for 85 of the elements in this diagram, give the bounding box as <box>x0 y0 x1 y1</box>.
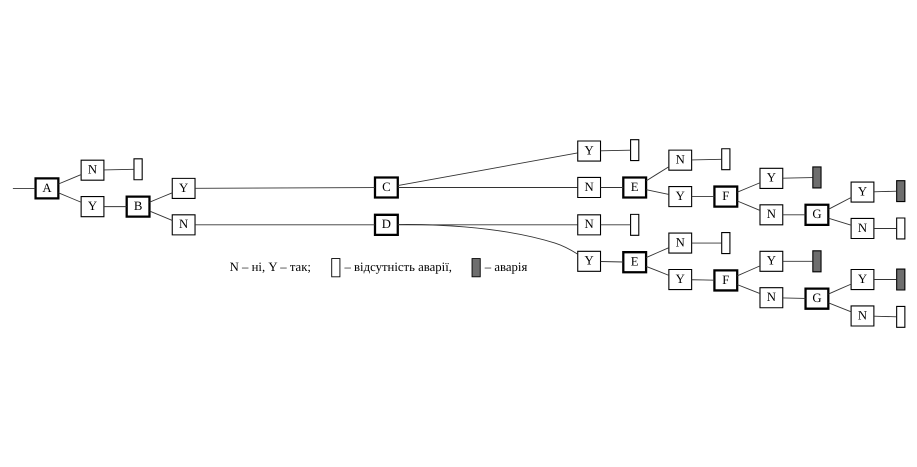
node-box: Y <box>850 181 874 203</box>
node-box: E <box>622 176 648 199</box>
connector <box>58 174 82 184</box>
node-bar <box>133 158 143 180</box>
node-box: D <box>374 214 399 236</box>
node-box: N <box>577 214 602 236</box>
node-bar <box>896 180 906 202</box>
node-box: B <box>126 195 151 218</box>
legend-label: – аварія <box>484 260 528 274</box>
node-box: Y <box>759 168 784 189</box>
connector <box>691 196 715 198</box>
node-box: G <box>804 204 830 226</box>
connector <box>782 214 806 216</box>
node-box: F <box>713 185 738 208</box>
connector <box>600 187 624 188</box>
node-bar <box>896 217 906 240</box>
connector <box>646 266 670 276</box>
node-bar <box>630 214 640 236</box>
node-box: N <box>759 204 784 226</box>
node-box: E <box>622 251 648 274</box>
connector <box>736 284 760 294</box>
node-box: C <box>374 176 399 199</box>
node-box: N <box>172 214 196 236</box>
connector <box>600 150 631 152</box>
node-box: Y <box>850 268 874 290</box>
node-box: G <box>804 288 830 310</box>
node-box: N <box>80 160 104 181</box>
legend-label: – відсутність аварії, <box>344 260 452 274</box>
connector <box>828 284 852 294</box>
node-box: Y <box>668 268 692 290</box>
connector <box>58 192 82 203</box>
connector <box>782 177 814 179</box>
node-box: Y <box>577 140 602 162</box>
connector <box>646 166 670 182</box>
connector <box>104 168 134 170</box>
connector <box>828 302 852 312</box>
node-bar <box>721 232 730 254</box>
node-bar <box>630 139 640 162</box>
node-box: Y <box>668 186 692 208</box>
connector <box>646 189 670 195</box>
connector <box>874 279 897 280</box>
node-bar <box>721 148 730 170</box>
connector <box>12 188 36 189</box>
connector <box>194 224 376 226</box>
label: N – ні, Y – так; <box>230 260 311 274</box>
connector <box>736 200 760 211</box>
connector <box>782 298 806 299</box>
connector <box>600 224 631 226</box>
connector <box>397 224 578 255</box>
node-box: Y <box>577 250 602 272</box>
node-box: N <box>668 150 692 171</box>
connector <box>149 192 173 203</box>
node-box: N <box>850 218 874 240</box>
connector <box>104 206 128 208</box>
node-box: F <box>713 269 738 292</box>
node-box: A <box>34 177 60 200</box>
connector <box>397 152 578 186</box>
connector <box>691 279 715 281</box>
node-box: N <box>668 232 692 254</box>
node-box: Y <box>759 250 784 272</box>
connector <box>194 187 376 189</box>
node-bar <box>812 166 822 188</box>
connector <box>874 316 897 318</box>
connector <box>691 242 722 244</box>
node-box: Y <box>80 196 104 218</box>
connector <box>874 190 897 192</box>
connector <box>691 158 722 160</box>
connector <box>874 228 897 229</box>
node-box: N <box>759 287 784 308</box>
node-bar <box>896 268 906 291</box>
connector <box>149 210 173 221</box>
node-box: Y <box>172 178 196 199</box>
connector <box>397 187 578 188</box>
connector <box>600 261 624 262</box>
node-box: N <box>577 176 602 198</box>
connector <box>646 247 670 258</box>
connector <box>736 182 760 193</box>
connector <box>828 218 852 226</box>
node-bar <box>896 306 906 328</box>
node-bar <box>812 250 822 272</box>
connector <box>782 260 814 262</box>
connector <box>397 224 578 226</box>
connector <box>828 197 852 210</box>
node-box: N <box>850 305 874 327</box>
connector <box>736 265 760 276</box>
